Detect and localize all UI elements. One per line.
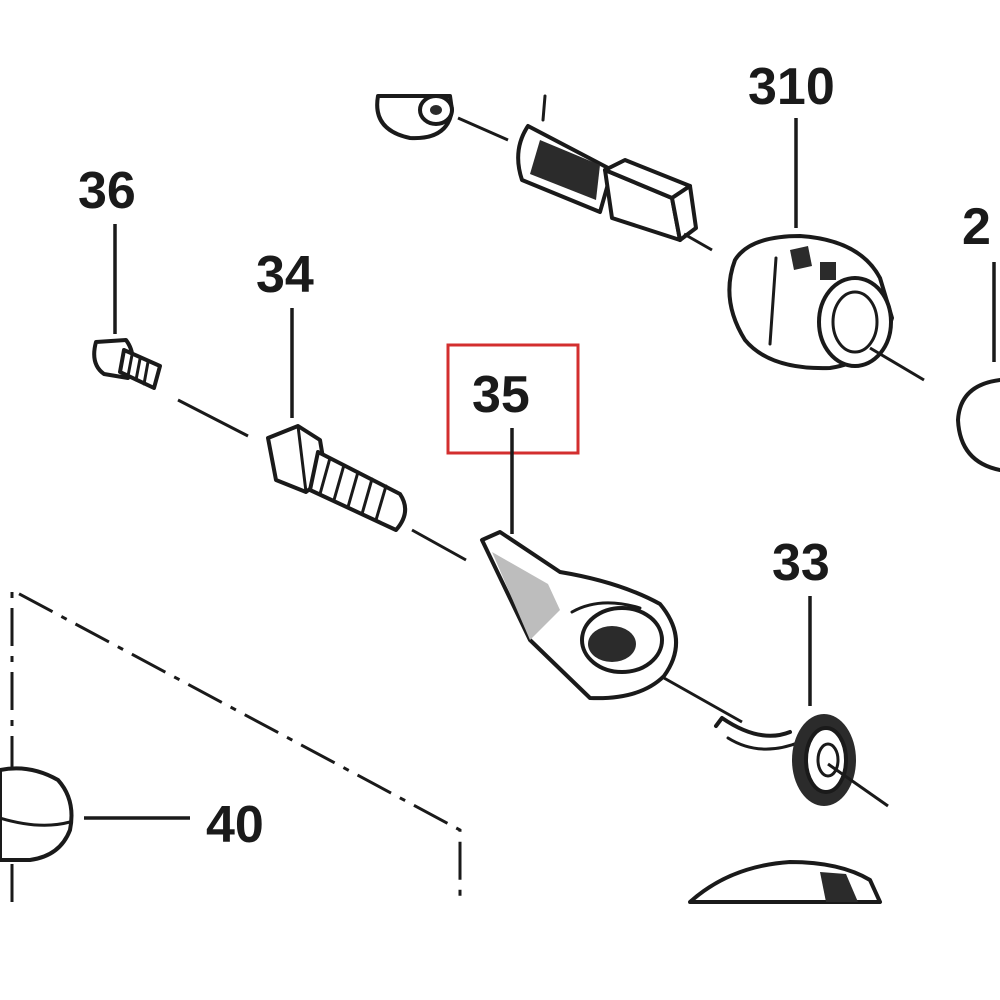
callout-part-36: 36: [78, 162, 136, 220]
bottom-right-partial-part: [688, 860, 882, 904]
small-screw-part: [92, 338, 162, 390]
round-pad-part: [0, 766, 74, 862]
brush-holder-part: [727, 234, 894, 371]
callout-part-top-partial: 310: [748, 58, 835, 116]
carbon-brush-part: [516, 94, 698, 242]
axis-line-brush: [683, 232, 713, 252]
axis-line-34: [411, 528, 467, 562]
axis-line-33: [827, 762, 889, 808]
axis-line-top-left: [457, 116, 509, 142]
axis-line-35: [663, 676, 743, 724]
hex-bolt-part: [266, 424, 408, 532]
callout-part-40: 40: [206, 796, 264, 854]
torsion-spring-part: [714, 714, 856, 806]
axis-line-36: [177, 398, 249, 438]
callout-part-33: 33: [772, 534, 830, 592]
o-ring-partial-part: [956, 378, 1000, 472]
lever-part: [480, 530, 678, 701]
callout-part-35: 35: [472, 366, 530, 424]
callout-part-right-partial: 2: [962, 198, 991, 256]
top-left-partial-part: [375, 94, 454, 141]
callout-part-34: 34: [256, 246, 314, 304]
dash-dot-boundary-line: [10, 587, 462, 902]
axis-line-holder: [869, 346, 925, 382]
